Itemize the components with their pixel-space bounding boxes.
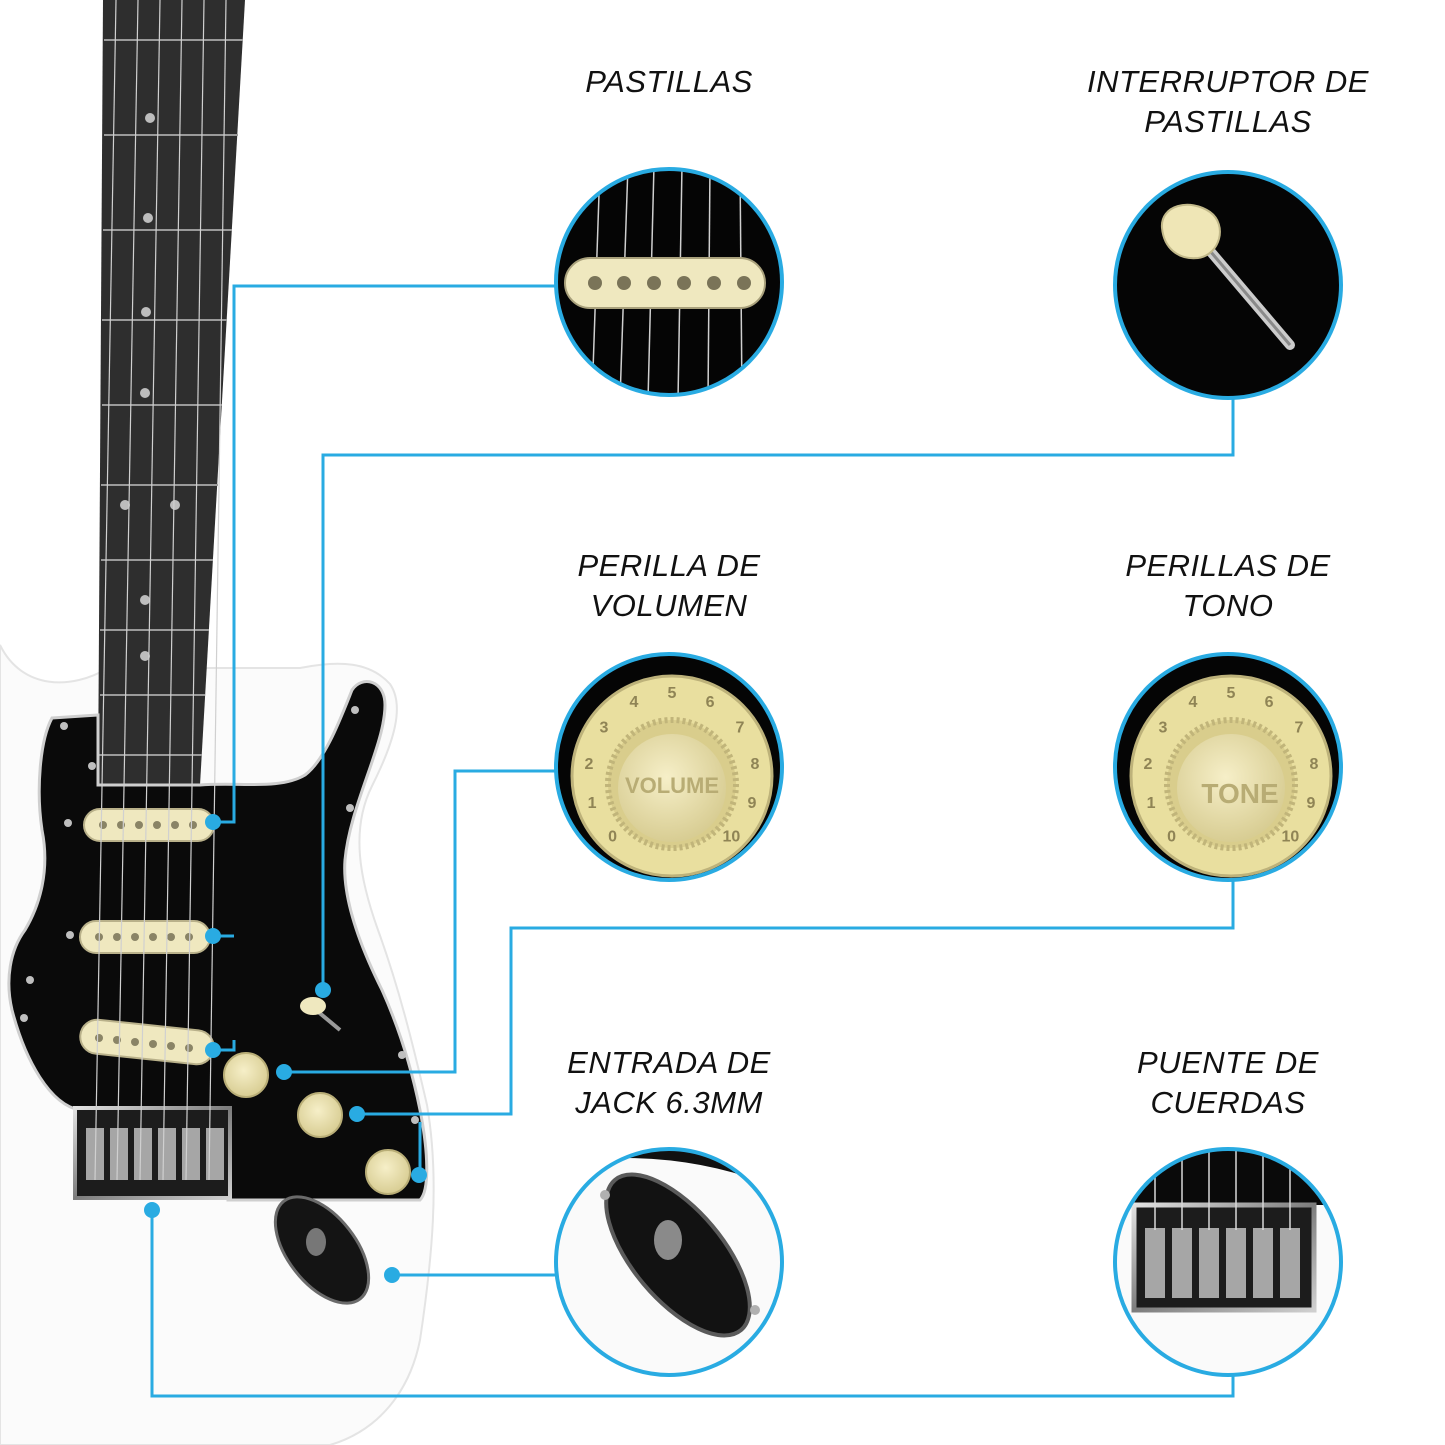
knob-scale-digit: 1 (1147, 795, 1156, 812)
body-bridge (73, 1106, 232, 1200)
knob-scale-digit: 2 (1144, 756, 1153, 773)
body-volume-knob (223, 1052, 269, 1098)
volume-knob-icon: VOLUME (554, 652, 784, 882)
label-switch: INTERRUPTOR DE PASTILLAS (1086, 64, 1369, 139)
knob-scale-digit: 2 (585, 756, 594, 773)
knob-scale-digit: 8 (751, 756, 760, 773)
knob-scale-digit: 10 (1282, 828, 1300, 845)
tremolo-bridge-icon (1113, 1147, 1343, 1377)
tone-knob-text: TONE (1201, 778, 1278, 809)
knob-scale-digit: 4 (1188, 694, 1197, 711)
body-jack (273, 1195, 371, 1305)
knob-scale-digit: 9 (1306, 795, 1315, 812)
knob-scale-digit: 10 (723, 828, 741, 845)
body-pickups (79, 808, 215, 1066)
knob-scale-digit: 8 (1310, 756, 1319, 773)
callout-line-tone (358, 880, 1235, 1116)
knob-scale-digit: 7 (1295, 720, 1304, 737)
label-bridge: PUENTE DE CUERDAS (1137, 1045, 1319, 1120)
tone-scale: 01 2 3 4 5 6 7 8 9 10 (1144, 685, 1319, 845)
single-coil-pickup-icon (554, 167, 784, 397)
callout-lines (150, 284, 1235, 1398)
knob-scale-digit: 1 (588, 795, 597, 812)
knob-scale-digit: 5 (1227, 685, 1236, 702)
tone-knob-icon: TONE (1113, 652, 1343, 882)
label-volume: PERILLA DE VOLUMEN (577, 548, 761, 623)
guitar (0, 0, 435, 1445)
body-knobs (223, 1052, 411, 1195)
callout-line-bridge (150, 1210, 1235, 1398)
knob-scale-digit: 3 (1159, 720, 1168, 737)
knob-scale-digit: 0 (1167, 828, 1176, 845)
label-pickups: PASTILLAS (585, 64, 753, 99)
callout-line-volume (285, 769, 556, 1074)
selector-switch-icon (1113, 170, 1343, 400)
knob-scale-digit: 5 (668, 685, 677, 702)
body-switch (300, 997, 342, 1032)
knob-scale-digit: 4 (629, 694, 638, 711)
knob-scale-digit: 6 (706, 694, 715, 711)
volume-scale: 01 2 3 4 5 6 7 8 9 10 (585, 685, 760, 845)
knob-scale-digit: 7 (736, 720, 745, 737)
volume-knob-text: VOLUME (625, 773, 719, 798)
output-jack-icon (554, 1147, 784, 1377)
knob-scale-digit: 6 (1265, 694, 1274, 711)
callout-line-pickups (215, 284, 556, 824)
label-jack: ENTRADA DE JACK 6.3MM (567, 1045, 771, 1120)
body-tone-knob-1 (297, 1092, 343, 1138)
knob-scale-digit: 3 (600, 720, 609, 737)
body-tone-knob-2 (365, 1149, 411, 1195)
knob-scale-digit: 9 (747, 795, 756, 812)
strings (94, 0, 227, 1181)
knob-scale-digit: 0 (608, 828, 617, 845)
callout-line-switch (321, 398, 1235, 990)
label-tone: PERILLAS DE TONO (1125, 548, 1331, 623)
